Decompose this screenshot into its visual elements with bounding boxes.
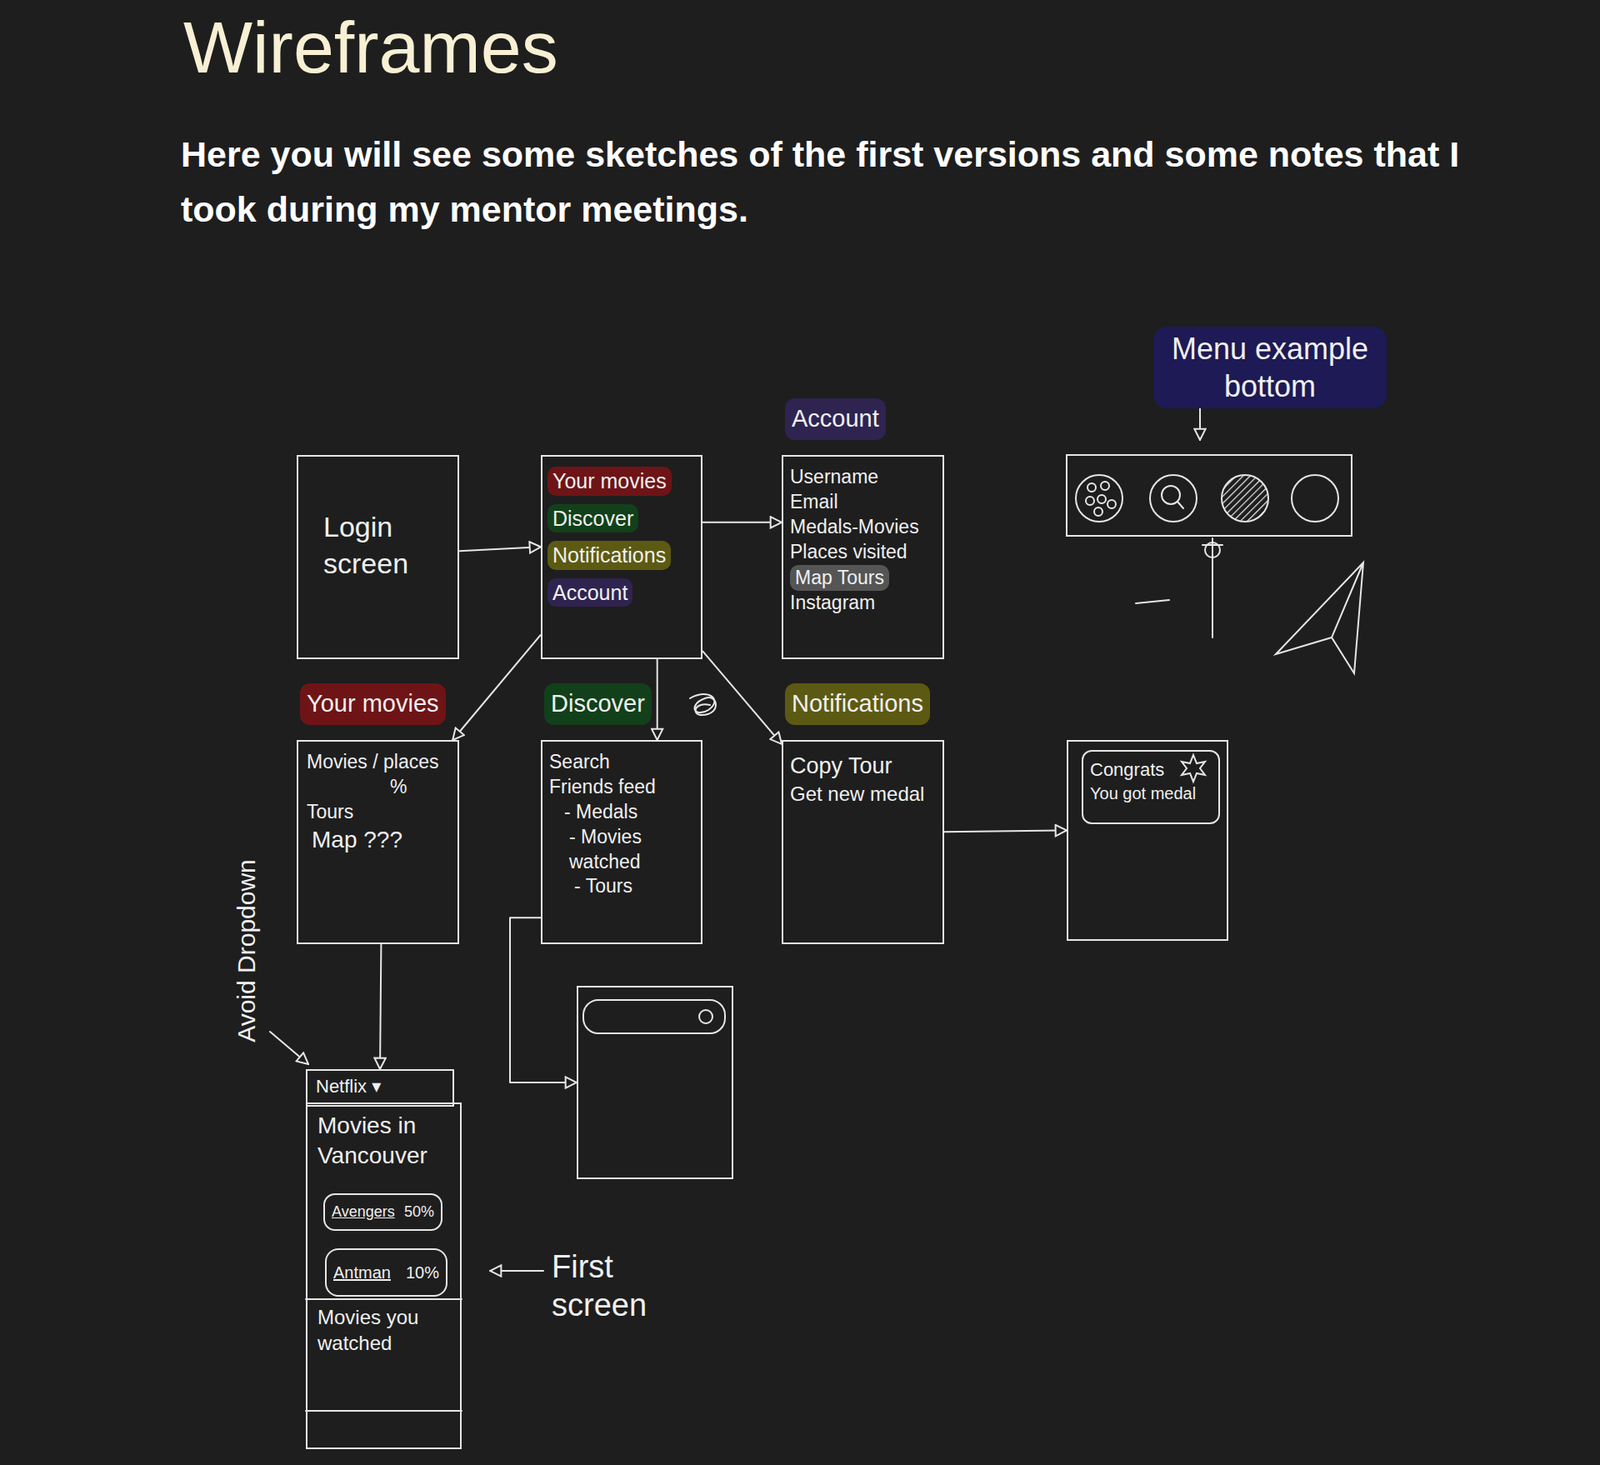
screen-heading: Discover [544, 683, 652, 725]
screen-text: 10% [405, 1261, 440, 1284]
paper-plane-sketch [1275, 562, 1364, 674]
screen-heading: Account [785, 398, 886, 440]
screen-text: Copy Tour [790, 751, 893, 781]
search-bar-sketch [583, 1000, 725, 1034]
menu-bar-sketch [1066, 455, 1352, 536]
menu-screen-box: Your moviesDiscoverNotificationsAccount [540, 455, 703, 660]
medal-popup-box: CongratsYou got medal [1081, 750, 1220, 825]
screen-text: Search [549, 750, 610, 775]
screen-text: Antman [333, 1261, 391, 1284]
account-screen-box: AccountUsernameEmailMedals-MoviesPlaces … [781, 455, 945, 660]
screen-text: - Movies watched [569, 825, 695, 875]
screen-text: % [390, 775, 407, 800]
your-movies-screen-box: Your moviesMovies / places%ToursMap ??? [296, 740, 460, 945]
icon-dot [1107, 500, 1116, 509]
note-label: First screen [551, 1248, 677, 1325]
scribble [690, 694, 716, 715]
screen-text: Login screen [323, 508, 446, 582]
flow-arrow [380, 944, 381, 1070]
flow-arrow [459, 546, 541, 551]
icon-dot [1097, 495, 1106, 504]
screen-text: Movies in Vancouver [317, 1110, 450, 1172]
icon-dot [1100, 481, 1110, 490]
page-caption: Here you will see some sketches of the f… [180, 126, 1481, 237]
divider-line [305, 1298, 462, 1300]
screen-text: Friends feed [549, 775, 656, 800]
leader-arrow [490, 1270, 544, 1272]
screen-text: Tours [306, 800, 354, 825]
screen-text: Avengers [331, 1202, 395, 1222]
flow-arrow [452, 635, 541, 740]
page-title: Wireframes [183, 3, 559, 92]
dash-stroke [1135, 600, 1170, 604]
pointer-stroke [1202, 544, 1223, 546]
menu-icon [1150, 475, 1197, 522]
search-handle [1177, 501, 1184, 509]
pointer-stroke [1211, 538, 1214, 638]
flow-arrow [944, 830, 1067, 832]
discover-screen-box: DiscoverSearchFriends feed- Medals- Movi… [540, 740, 703, 945]
notifications-screen-box: NotificationsCopy TourGet new medal [781, 740, 945, 945]
screen-text: Username [790, 465, 879, 490]
screen-text: You got medal [1090, 782, 1196, 805]
screen-heading: Your movies [300, 683, 446, 725]
screen-box: Login screen [296, 455, 460, 660]
screen-text: Netflix ▾ [315, 1075, 381, 1100]
screen-text: Movies you watched [317, 1304, 451, 1356]
movie-pill: Avengers 50% [323, 1193, 443, 1231]
menu-icon [1075, 475, 1123, 522]
screen-text: Account [547, 578, 633, 608]
flow-arrow [702, 650, 782, 745]
screen-text: - Tours [574, 874, 633, 900]
icon-dot [1085, 496, 1095, 505]
screen-text: 50% [404, 1202, 435, 1222]
divider-line [305, 1410, 462, 1412]
flow-arrow [510, 917, 577, 1083]
search-bar-icon [699, 1010, 713, 1024]
search-screen-box [576, 985, 734, 1180]
screen-text: Medals-Movies [790, 515, 920, 540]
menu-icon-active [1221, 475, 1269, 522]
flow-arrow [702, 521, 782, 524]
screen-text: Map Tours [790, 565, 890, 592]
screen-text: Places visited [790, 540, 908, 565]
flow-arrow [656, 659, 659, 740]
screen-text: Congrats [1090, 758, 1165, 783]
screen-text: Get new medal [790, 780, 925, 807]
leader-arrow [270, 1031, 309, 1065]
star-doodle [1181, 755, 1205, 782]
first-screen-box: Movies in VancouverMovies you watched Ave… [305, 1102, 462, 1450]
icon-dot [1094, 507, 1103, 516]
screen-text: Email [790, 490, 839, 515]
dropdown-tab: Netflix ▾ [305, 1069, 455, 1107]
medal-screen-box: CongratsYou got medal [1066, 740, 1229, 941]
icon-dot [1087, 483, 1096, 492]
screen-text: Notifications [547, 540, 671, 570]
screen-text: Movies / places [306, 750, 440, 775]
screen-text: Discover [547, 504, 639, 534]
movie-pill: Antman 10% [325, 1248, 448, 1297]
screen-text: Instagram [790, 590, 875, 616]
note-label: Avoid Dropdown [232, 859, 261, 1043]
note-label: Menu example bottom [1153, 326, 1387, 409]
menu-icon [1291, 475, 1339, 522]
screen-text: - Medals [564, 800, 638, 825]
screen-text: Your movies [547, 466, 672, 496]
screen-heading: Notifications [785, 683, 930, 725]
screen-text: Map ??? [311, 825, 403, 855]
